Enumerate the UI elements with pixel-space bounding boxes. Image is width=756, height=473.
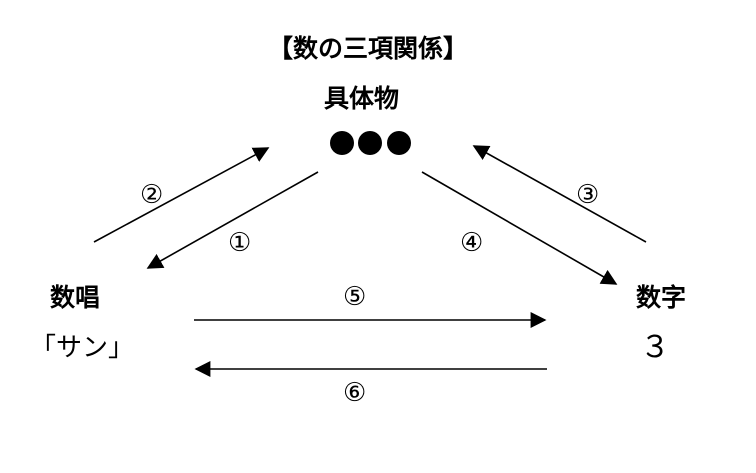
arrow-1 [146,171,319,269]
edge-label-5: ⑤ [343,282,367,312]
concrete-dot-1 [330,131,354,155]
node-counting-label: 数唱 [50,283,101,312]
edge-label-6: ⑥ [343,378,367,408]
edge-label-2: ② [140,180,164,210]
concrete-dots [330,131,411,155]
edge-label-3: ③ [576,180,600,210]
concrete-dot-3 [387,131,411,155]
node-counting-value: 「サン」 [30,333,135,363]
edge-label-4: ④ [460,228,484,258]
node-numeral-label: 数字 [636,283,687,312]
arrow-4 [421,171,618,285]
concrete-dot-2 [358,131,382,155]
arrow-3 [472,145,647,243]
node-numeral-value: ３ [640,330,670,365]
node-concrete-label: 具体物 [324,84,400,113]
arrow-2 [93,147,270,243]
diagram-title: 【数の三項関係】 [268,34,469,63]
edge-label-1: ① [228,228,252,258]
